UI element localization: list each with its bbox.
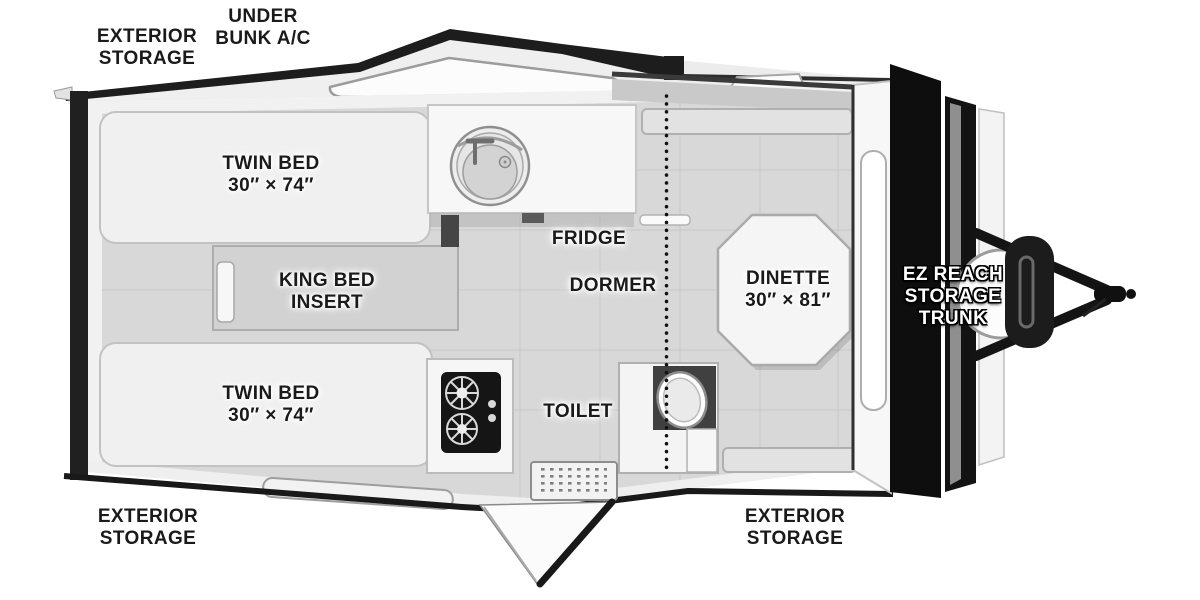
label-under-bunk-ac: UNDER BUNK A/C bbox=[215, 6, 311, 49]
stove-counter bbox=[426, 358, 514, 474]
toilet-compartment bbox=[618, 362, 719, 474]
entry-door-edge bbox=[536, 498, 616, 588]
dinette-bench-top bbox=[641, 108, 853, 135]
entry bbox=[478, 461, 618, 588]
propane-tank bbox=[1005, 236, 1054, 348]
front-of-trailer bbox=[851, 64, 1136, 498]
propane-tank-slot bbox=[1018, 255, 1035, 329]
king-bed-pillow bbox=[216, 261, 235, 323]
label-king-bed-insert: KING BED INSERT bbox=[278, 270, 376, 313]
label-twin-bed-top: TWIN BED 30″ × 74″ bbox=[222, 153, 320, 196]
stove-knob-2 bbox=[488, 414, 496, 422]
floor-threshold bbox=[639, 214, 691, 226]
entry-step-tread bbox=[541, 468, 607, 495]
king-bed-insert bbox=[212, 245, 459, 331]
roof-step bbox=[664, 56, 684, 80]
hitch-coupler bbox=[1082, 286, 1136, 318]
rear-wall bbox=[70, 91, 88, 480]
stove-knob-1 bbox=[488, 400, 496, 408]
label-twin-bed-bottom: TWIN BED 30″ × 74″ bbox=[222, 383, 320, 426]
faucet bbox=[465, 138, 495, 165]
sink bbox=[449, 125, 531, 207]
front-window bbox=[860, 150, 887, 411]
burner-bottom bbox=[446, 413, 478, 445]
dormer-ceiling-band bbox=[612, 79, 852, 112]
rear-wall-inner-band bbox=[88, 101, 102, 472]
label-toilet: TOILET bbox=[543, 401, 613, 422]
label-dormer: DORMER bbox=[569, 275, 657, 296]
burner-top bbox=[445, 376, 479, 410]
label-exterior-storage-top: EXTERIOR STORAGE bbox=[96, 26, 198, 69]
label-exterior-storage-bottom-left: EXTERIOR STORAGE bbox=[97, 506, 199, 549]
trunk-door-outer bbox=[890, 64, 941, 498]
toilet-ledge bbox=[686, 428, 718, 473]
roof-tip-left bbox=[53, 86, 73, 101]
label-fridge: FRIDGE bbox=[551, 228, 627, 249]
bottom-wall-inner-band bbox=[88, 458, 853, 508]
label-ez-reach-storage-trunk: EZ REACH STORAGE TRUNK bbox=[902, 264, 1004, 329]
counter-foot-left bbox=[441, 215, 459, 247]
roof-edge bbox=[64, 29, 668, 101]
dinette bbox=[641, 108, 857, 473]
label-dinette: DINETTE 30″ × 81″ bbox=[745, 268, 831, 311]
label-exterior-storage-bottom-right: EXTERIOR STORAGE bbox=[744, 506, 846, 549]
toilet-bowl bbox=[656, 371, 708, 429]
kitchen-counter bbox=[427, 104, 691, 247]
counter-foot-mid bbox=[522, 213, 544, 223]
dinette-bench-bottom bbox=[722, 447, 857, 473]
dormer-ceiling-beam bbox=[611, 71, 853, 90]
dinette-table bbox=[716, 213, 852, 367]
